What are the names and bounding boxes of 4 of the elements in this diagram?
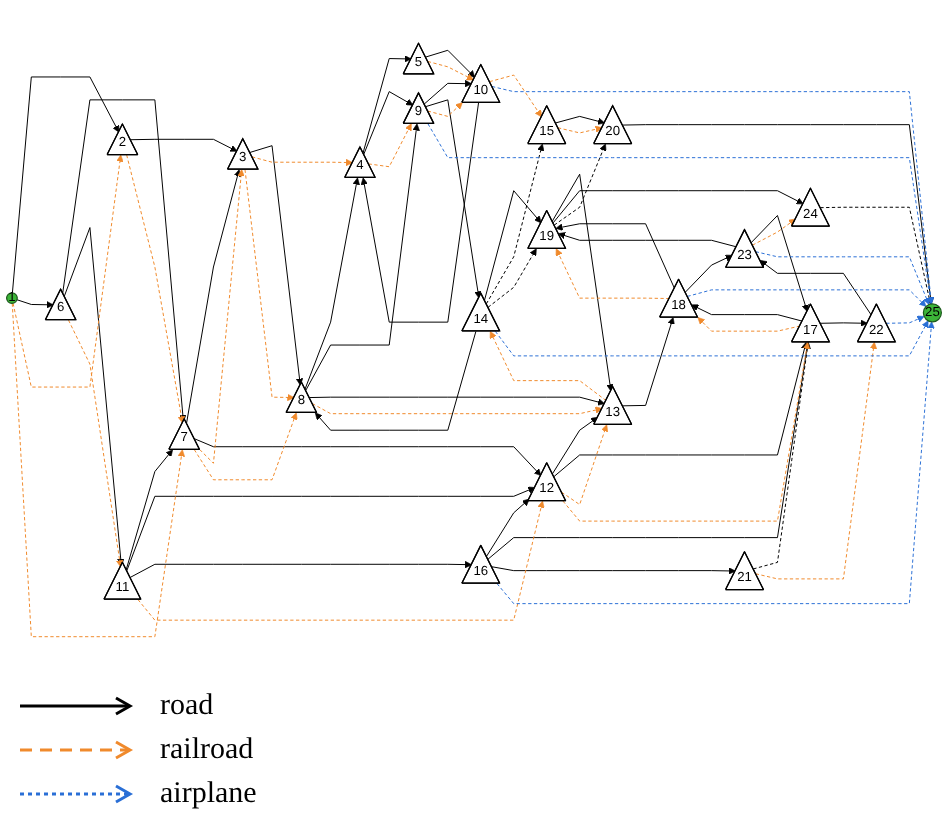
legend-label: road	[160, 689, 214, 723]
legend-label: airplane	[160, 777, 257, 811]
legend-label: railroad	[160, 733, 254, 767]
arrow	[126, 154, 185, 424]
